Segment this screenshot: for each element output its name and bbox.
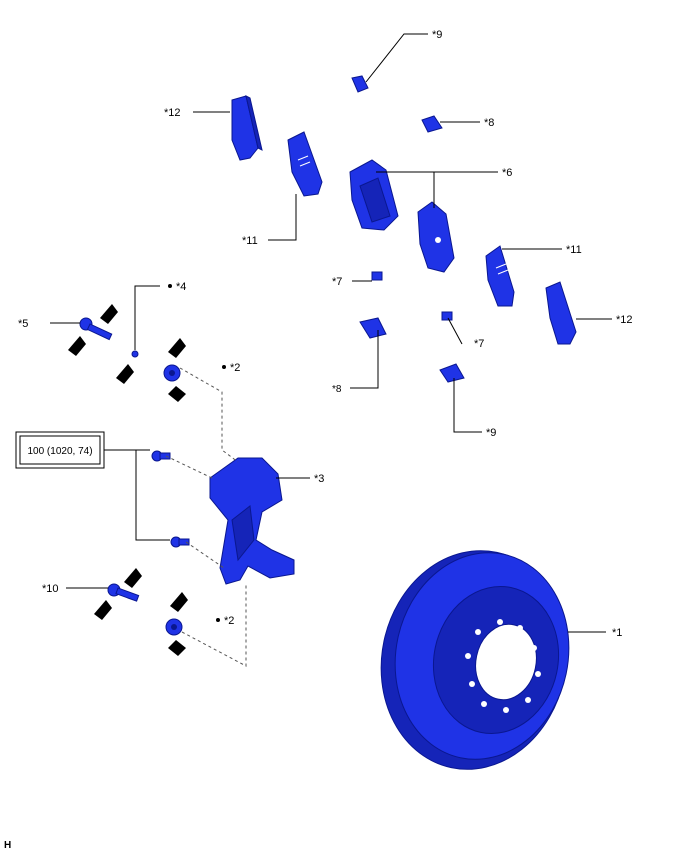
pad-support-plate-9-bottom	[439, 363, 465, 383]
callout-6: *6	[502, 167, 512, 179]
callout-9-top: *9	[432, 29, 442, 41]
bushing-4	[131, 350, 139, 358]
pad-support-plate-8-top	[421, 115, 443, 133]
leader-lines	[50, 33, 612, 633]
callout-9-bottom: *9	[486, 427, 496, 439]
callout-7-left: *7	[332, 276, 342, 288]
callout-5: *5	[18, 318, 28, 330]
dot-marker-4	[168, 284, 172, 288]
dot-marker-2a	[222, 365, 226, 369]
callout-12-left: *12	[164, 107, 181, 119]
boot-2-lower	[165, 618, 183, 636]
dot-marker-2b	[216, 618, 220, 622]
callout-2-upper: *2	[230, 362, 240, 374]
install-arrows	[68, 304, 188, 656]
torque-value: 100 (1020, 74)	[27, 446, 92, 457]
brake-pad-right	[485, 245, 515, 307]
callout-3: *3	[314, 473, 324, 485]
alignment-lines	[165, 367, 247, 667]
outer-shim-left	[231, 95, 263, 161]
callout-10: *10	[42, 583, 59, 595]
callout-8-top: *8	[484, 117, 494, 129]
callout-7-right: *7	[474, 338, 484, 350]
mounting-bolt-lower	[170, 536, 190, 548]
slide-pin-upper	[79, 317, 113, 341]
slide-pin-lower	[107, 583, 140, 602]
pad-support-plate-8-bottom	[359, 317, 387, 339]
callout-4: *4	[176, 281, 186, 293]
disc-rotor	[380, 550, 570, 770]
callout-1: *1	[612, 627, 622, 639]
boot-2-upper	[163, 364, 181, 382]
pad-wear-indicator-7-right	[441, 311, 453, 321]
outer-shim-right	[545, 281, 577, 345]
callout-2-lower: *2	[224, 615, 234, 627]
callout-11-right: *11	[566, 244, 582, 256]
pad-wear-indicator-7-left	[371, 271, 383, 281]
callout-11-left: *11	[242, 235, 258, 247]
callout-8-bottom: *8	[332, 384, 342, 395]
callout-12-right: *12	[616, 314, 633, 326]
corner-code: H	[4, 840, 11, 851]
brake-pad-left	[287, 131, 323, 197]
torque-spec-box: 100 (1020, 74)	[15, 431, 105, 469]
brake-pad-inner-1	[349, 159, 399, 231]
pad-support-plate-9-top	[351, 75, 369, 93]
brake-pad-inner-2	[417, 201, 455, 273]
caliper-mounting-bracket	[209, 457, 295, 585]
mounting-bolt-upper	[151, 450, 171, 462]
